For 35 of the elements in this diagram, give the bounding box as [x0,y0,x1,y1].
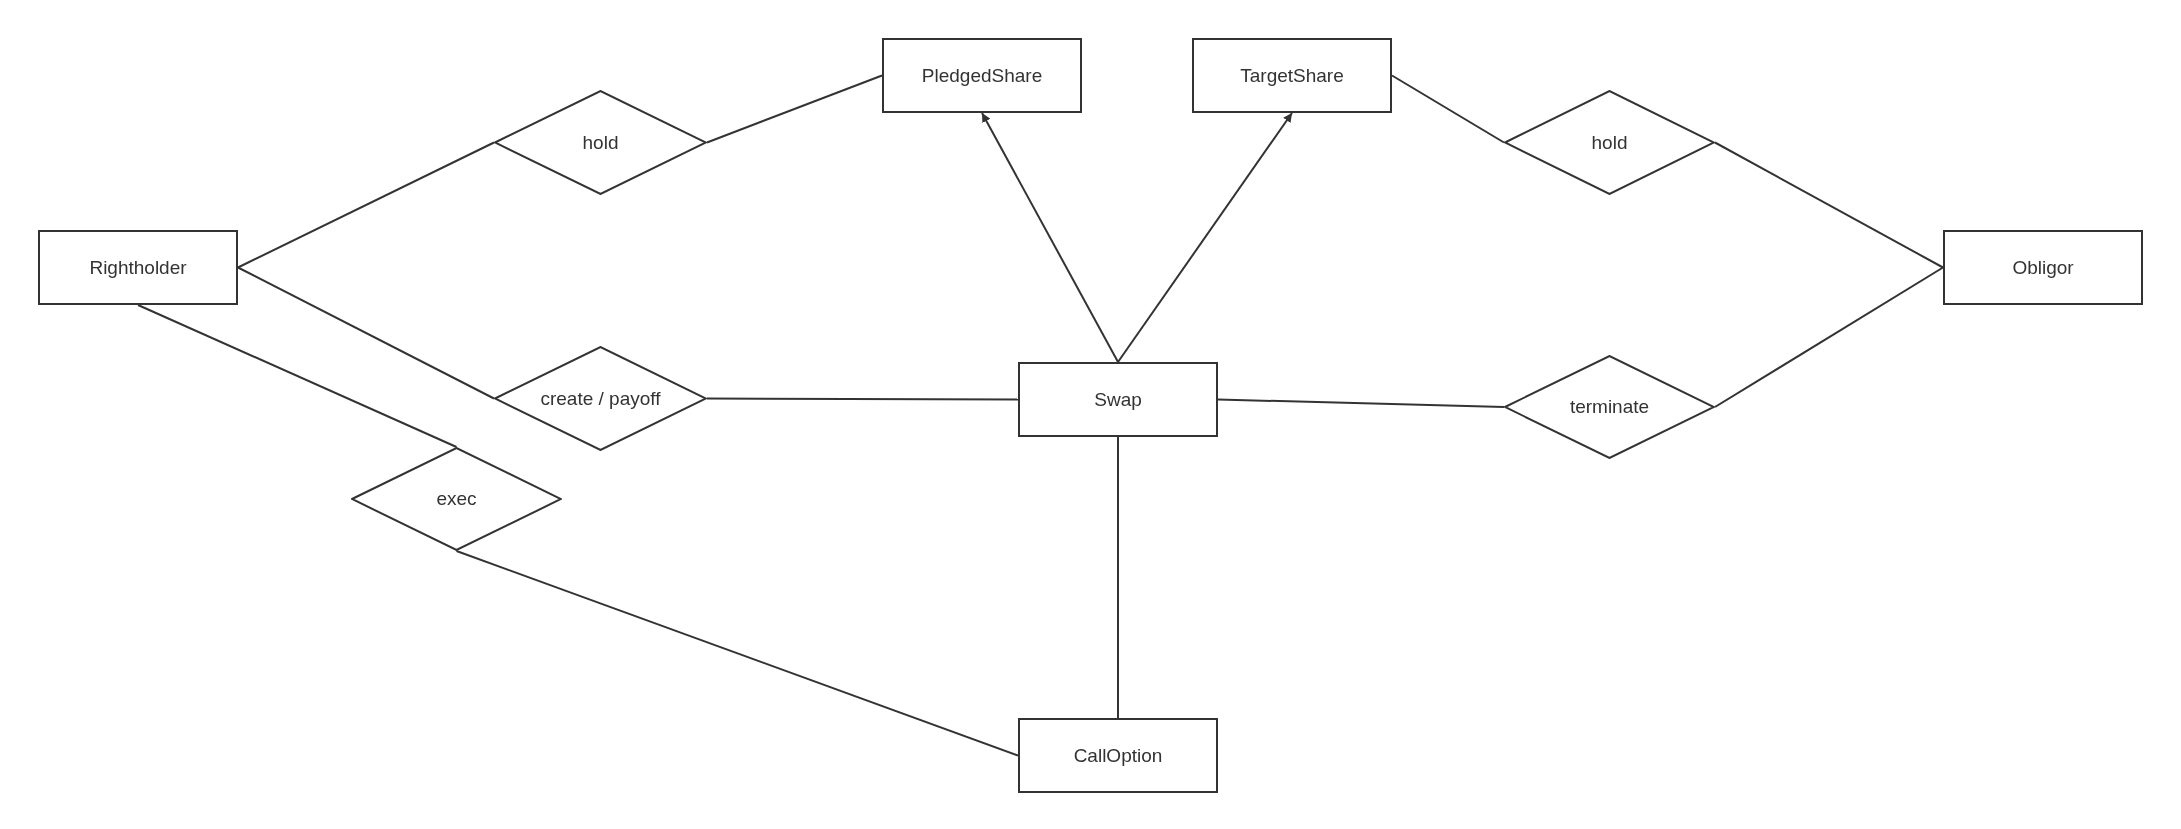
arrow [981,112,1119,363]
connector-line [237,141,495,269]
connector-line [1714,141,1944,269]
relationship-diamond [1504,90,1715,195]
arrow [1117,112,1293,363]
node-label: TargetShare [1240,64,1344,87]
node-label: create / payoff [540,387,661,410]
entity-box [1018,362,1218,437]
node-label: hold [582,131,619,154]
relationship-diamond [494,346,707,451]
entity-box [882,38,1082,113]
node-label: exec [436,488,477,510]
connector-line [237,266,495,400]
relationship-diamond [494,90,707,195]
node-label: PledgedShare [921,64,1043,87]
node-label: Rightholder [89,256,187,279]
relationship-diamond [1504,355,1715,459]
entity-box [1018,718,1218,793]
node-label: Obligor [2012,256,2074,279]
node-label: hold [1591,131,1628,154]
connector-line [1714,266,1944,408]
connector-line [1217,398,1505,408]
connector-line [1391,74,1505,144]
entity-box [38,230,238,305]
node-label: CallOption [1073,744,1163,767]
relationship-diamond [351,447,562,551]
connector-line [137,304,458,448]
connector-line [455,550,1019,757]
connector-line [706,397,1019,401]
entity-box [1943,230,2143,305]
node-label: terminate [1569,396,1650,418]
node-label: Swap [1094,388,1142,411]
connector-line [706,74,883,144]
connector-line [1117,436,1119,719]
entity-box [1192,38,1392,113]
